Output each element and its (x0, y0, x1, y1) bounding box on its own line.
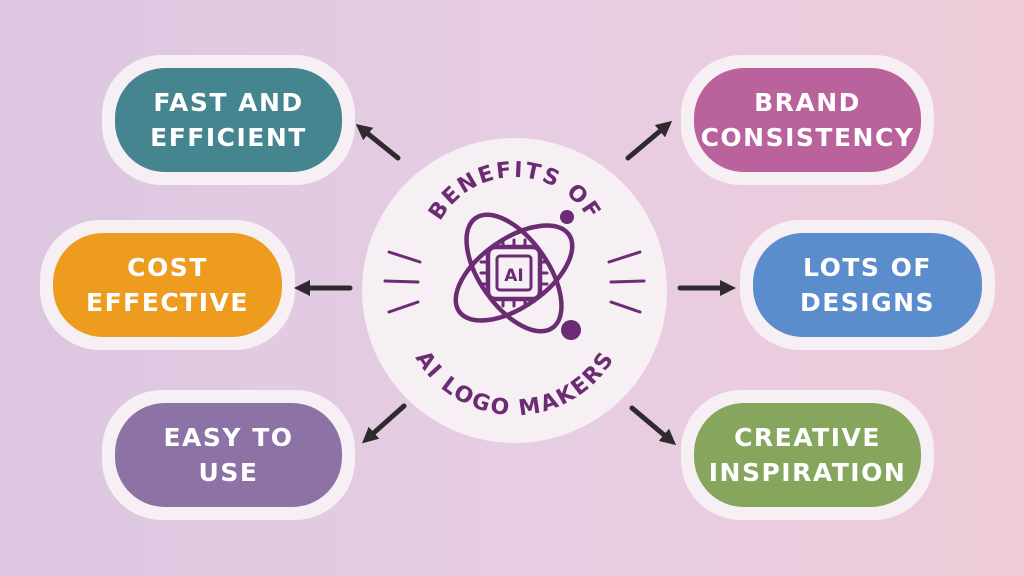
ai-atom-chip-icon (453, 210, 581, 340)
benefit-creative-inspiration-pill: CREATIVE INSPIRATION (694, 403, 921, 507)
benefit-creative-inspiration: CREATIVE INSPIRATION (681, 390, 934, 520)
benefit-label-line1: LOTS OF (803, 253, 932, 282)
benefit-cost-effective: COST EFFECTIVE (40, 220, 295, 350)
benefit-lots-of-designs-pill: LOTS OF DESIGNS (753, 233, 982, 337)
benefit-label-line2: DESIGNS (799, 288, 936, 317)
arrow-to-brand-consistency (625, 120, 673, 161)
benefit-label-line2: INSPIRATION (708, 458, 907, 487)
benefit-label-line2: EFFICIENT (150, 123, 307, 152)
benefit-brand-consistency: BRAND CONSISTENCY (681, 55, 934, 185)
benefit-label-line2: EFFECTIVE (86, 288, 249, 317)
benefit-label-line2: USE (198, 458, 259, 487)
center-title-bottom: AI LOGO MAKERS (410, 347, 620, 422)
benefit-lots-of-designs: LOTS OF DESIGNS (740, 220, 995, 350)
benefit-fast-and-efficient-pill: FAST AND EFFICIENT (115, 68, 342, 172)
benefit-fast-and-efficient: FAST AND EFFICIENT (102, 55, 355, 185)
arrow-to-fast-and-efficient (355, 123, 401, 161)
benefit-label-line1: BRAND (754, 88, 861, 117)
benefit-label-line1: FAST AND (153, 88, 304, 117)
benefit-easy-to-use: EASY TO USE (102, 390, 355, 520)
arrow-to-easy-to-use (362, 403, 407, 444)
radiating-dashes (383, 250, 646, 314)
chip-label: AI (504, 266, 523, 286)
benefit-brand-consistency-pill: BRAND CONSISTENCY (694, 68, 921, 172)
benefit-label-line1: CREATIVE (734, 423, 881, 452)
center-title-top: BENEFITS OF (424, 158, 606, 225)
benefit-easy-to-use-pill: EASY TO USE (115, 403, 342, 507)
benefit-label-line1: COST (127, 253, 208, 282)
benefit-label-line2: CONSISTENCY (700, 123, 915, 152)
benefit-cost-effective-pill: COST EFFECTIVE (53, 233, 282, 337)
benefit-label-line1: EASY TO (163, 423, 294, 452)
arrow-to-creative-inspiration (629, 405, 677, 446)
